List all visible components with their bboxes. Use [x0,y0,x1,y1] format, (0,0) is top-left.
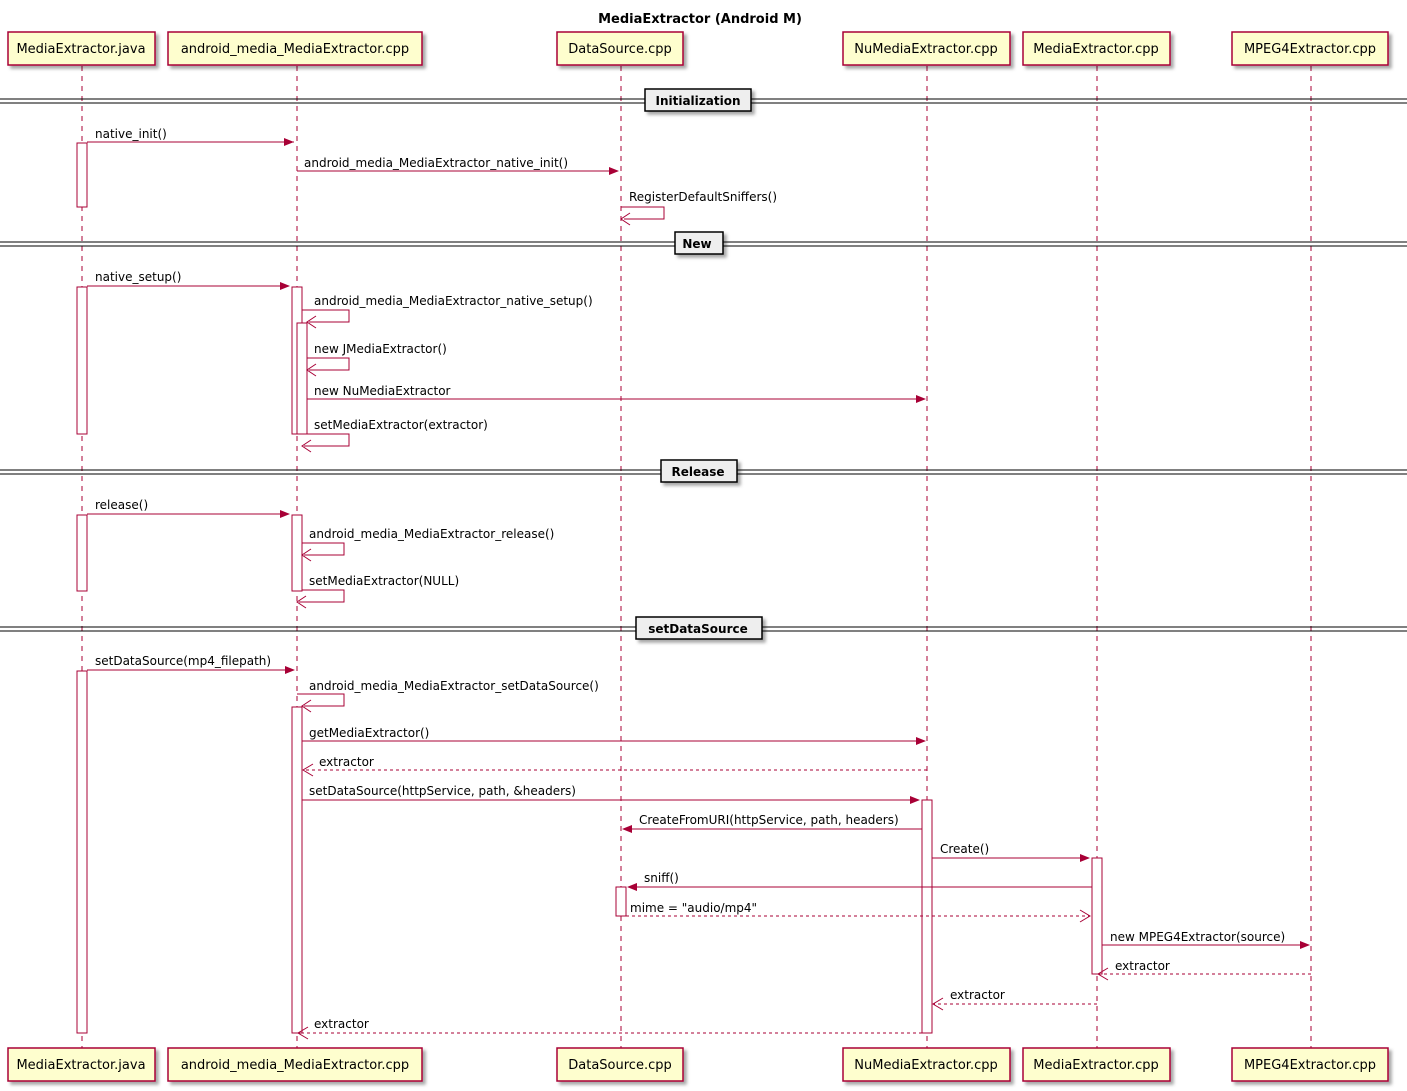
message-arrow [307,357,350,371]
message-label: new JMediaExtractor() [314,342,447,356]
message-label: native_setup() [95,270,181,284]
divider-label: setDataSource [648,622,748,636]
divider-label: Initialization [655,94,740,108]
message-label: setMediaExtractor(NULL) [309,574,459,588]
message-label: extractor [314,1017,369,1031]
divider-setdatasource: setDataSource [0,616,1407,640]
divider-label: Release [671,465,724,479]
participant-label: MediaExtractor.java [16,1058,145,1073]
message-label: setMediaExtractor(extractor) [314,418,488,432]
message-label: android_media_MediaExtractor_setDataSour… [309,679,599,693]
participant-label: DataSource.cpp [568,42,671,57]
divider-release: Release [0,459,1407,483]
message-label: extractor [950,988,1005,1002]
message-label: android_media_MediaExtractor_native_setu… [314,294,593,308]
message-label: setDataSource(mp4_filepath) [95,654,271,668]
participant-label: MediaExtractor.java [16,42,145,57]
participant-label: NuMediaExtractor.cpp [854,42,997,57]
activation-bar [615,886,627,917]
activation-bar [1091,857,1103,975]
participant-label: MPEG4Extractor.cpp [1244,42,1376,57]
participant-bottom-numediaextractor: NuMediaExtractor.cpp [842,1047,1011,1082]
message-label: extractor [1115,959,1170,973]
message-label: android_media_MediaExtractor_release() [309,527,554,541]
message-label: setDataSource(httpService, path, &header… [309,784,576,798]
divider-initialization: Initialization [0,88,1407,112]
participant-top-numediaextractor: NuMediaExtractor.cpp [842,31,1011,66]
participant-top-java: MediaExtractor.java [7,31,156,66]
participant-bottom-jni: android_media_MediaExtractor.cpp [167,1047,423,1082]
participant-bottom-mpeg4extractor: MPEG4Extractor.cpp [1231,1047,1389,1082]
message-label: Create() [940,842,989,856]
message-label: release() [95,498,148,512]
message-label: RegisterDefaultSniffers() [629,190,777,204]
message-arrow [304,433,350,447]
participant-label: MPEG4Extractor.cpp [1244,1058,1376,1073]
message-arrow [302,542,345,556]
activation-bar [76,670,88,1034]
participant-top-jni: android_media_MediaExtractor.cpp [167,31,423,66]
activation-bar [291,514,303,592]
participant-label: MediaExtractor.cpp [1033,42,1159,57]
message-arrow [299,589,345,603]
participant-bottom-mediaextractor: MediaExtractor.cpp [1022,1047,1171,1082]
activation-bar [76,142,88,208]
activation-bar [76,514,88,592]
participant-label: DataSource.cpp [568,1058,671,1073]
participant-label: android_media_MediaExtractor.cpp [181,1058,409,1073]
diagram-title: MediaExtractor (Android M) [598,12,802,27]
message-label: extractor [319,755,374,769]
participant-bottom-java: MediaExtractor.java [7,1047,156,1082]
activation-bar [296,322,308,435]
message-label: new NuMediaExtractor [314,384,451,398]
participant-label: MediaExtractor.cpp [1033,1058,1159,1073]
activation-bar [76,286,88,435]
message-label: android_media_MediaExtractor_native_init… [304,156,568,170]
message-arrow [302,309,350,323]
participant-label: android_media_MediaExtractor.cpp [181,42,409,57]
message-label: native_init() [95,127,167,141]
participant-top-datasource: DataSource.cpp [556,31,684,66]
participant-top-mpeg4extractor: MPEG4Extractor.cpp [1231,31,1389,66]
message-arrow [621,206,665,220]
message-label: sniff() [644,871,679,885]
divider-new: New [0,231,1407,255]
divider-label: New [682,237,711,251]
participant-label: NuMediaExtractor.cpp [854,1058,997,1073]
message-label: new MPEG4Extractor(source) [1110,930,1285,944]
message-arrow [297,693,345,707]
activation-bar [291,706,303,1034]
message-label: CreateFromURI(httpService, path, headers… [639,813,899,827]
participant-top-mediaextractor: MediaExtractor.cpp [1022,31,1171,66]
message-label: mime = "audio/mp4" [630,901,757,915]
message-label: getMediaExtractor() [309,726,429,740]
participant-bottom-datasource: DataSource.cpp [556,1047,684,1082]
